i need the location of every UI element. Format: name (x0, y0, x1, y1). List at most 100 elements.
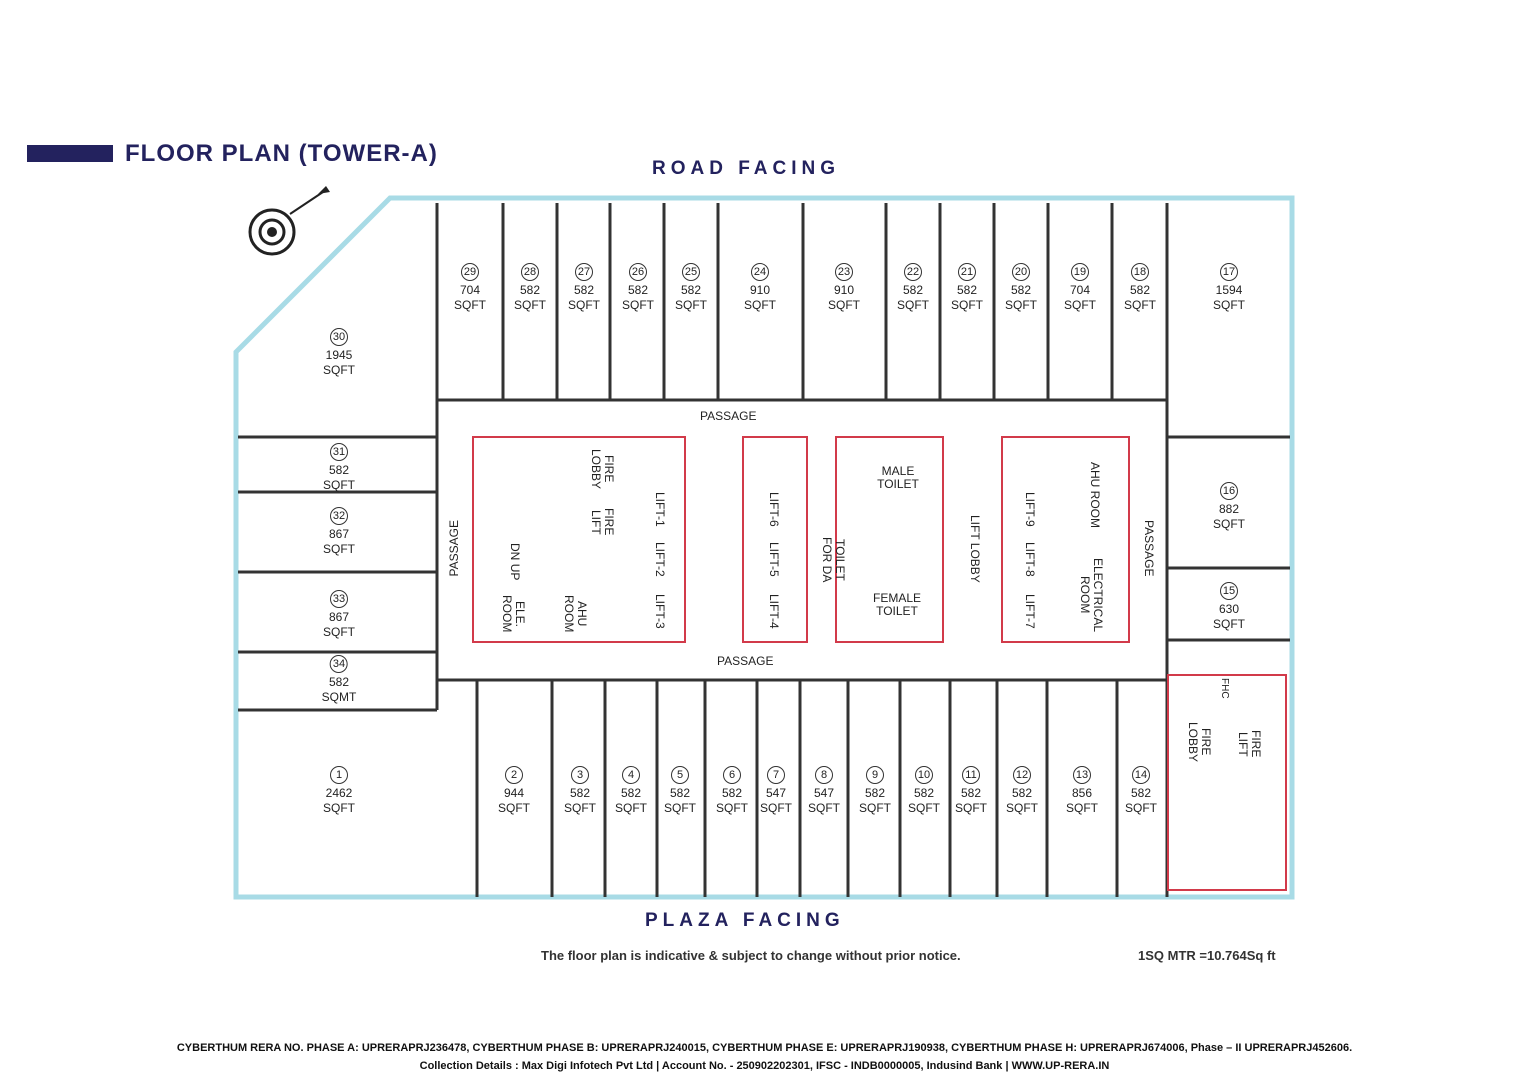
unit-area: 882 (1218, 502, 1240, 516)
unit-number-badge: 5 (671, 766, 689, 784)
unit-measure: SQFT (828, 298, 860, 312)
unit-area: 582 (1130, 786, 1152, 800)
plaza-facing-label: PLAZA FACING (645, 910, 845, 931)
unit-number-badge: 27 (575, 263, 593, 281)
unit-area: 582 (1011, 786, 1033, 800)
unit-measure: SQFT (514, 298, 546, 312)
unit-measure: SQFT (951, 298, 983, 312)
unit-area: 582 (573, 283, 595, 297)
toilet-da-label: TOILET FOR DA (820, 537, 847, 583)
unit-area: 582 (864, 786, 886, 800)
unit-measure: SQFT (908, 801, 940, 815)
male-toilet-label: MALE TOILET (877, 464, 919, 491)
unit-number-badge: 19 (1071, 263, 1089, 281)
unit-measure: SQFT (808, 801, 840, 815)
unit-number-badge: 29 (461, 263, 479, 281)
unit-area: 547 (765, 786, 787, 800)
unit-number-badge: 23 (835, 263, 853, 281)
disclaimer-note: The floor plan is indicative & subject t… (541, 948, 961, 963)
fire-lobby-label-right: FIRE LOBBY (1186, 721, 1213, 763)
unit-measure: SQMT (321, 690, 357, 704)
unit-measure: SQFT (664, 801, 696, 815)
unit-area: 582 (1129, 283, 1151, 297)
passage-label-left: PASSAGE (447, 520, 461, 577)
passage-label-top: PASSAGE (700, 409, 757, 423)
unit-measure: SQFT (744, 298, 776, 312)
unit-number-badge: 16 (1220, 482, 1238, 500)
lift-lobby-label: LIFT LOBBY (968, 515, 982, 583)
unit-number-badge: 11 (962, 766, 980, 784)
female-toilet-label: FEMALE TOILET (872, 591, 921, 618)
fire-lift-label: FIRE LIFT (589, 508, 616, 536)
lift-2-label: LIFT-2 (653, 542, 667, 577)
unit-measure: SQFT (323, 478, 355, 492)
lift-1-label: LIFT-1 (653, 492, 667, 527)
unit-number-badge: 22 (904, 263, 922, 281)
unit-measure: SQFT (760, 801, 792, 815)
unit-area: 582 (902, 283, 924, 297)
unit-measure: SQFT (454, 298, 486, 312)
unit-number-badge: 30 (330, 328, 348, 346)
unit-conversion-note: 1SQ MTR =10.764Sq ft (1138, 948, 1276, 963)
ahu-room-label-left: AHU ROOM (562, 595, 589, 633)
unit-measure: SQFT (955, 801, 987, 815)
fhc-label: FHC (1219, 678, 1230, 699)
unit-number-badge: 28 (521, 263, 539, 281)
unit-measure: SQFT (564, 801, 596, 815)
unit-number-badge: 31 (330, 443, 348, 461)
passage-label-bottom: PASSAGE (717, 654, 774, 668)
core-blocks (472, 436, 1287, 891)
ele-room-label: ELE. ROOM (500, 595, 527, 633)
unit-area: 547 (813, 786, 835, 800)
unit-area: 867 (328, 527, 350, 541)
unit-number-badge: 1 (330, 766, 348, 784)
unit-area: 910 (833, 283, 855, 297)
unit-number-badge: 10 (915, 766, 933, 784)
title-bar-accent (27, 145, 113, 162)
building-outline (233, 195, 1295, 900)
unit-area: 582 (680, 283, 702, 297)
ahu-room-label-right: AHU ROOM (1088, 462, 1102, 528)
unit-measure: SQFT (1213, 617, 1245, 631)
collection-details-footer: Collection Details : Max Digi Infotech P… (419, 1060, 1110, 1072)
unit-number-badge: 21 (958, 263, 976, 281)
lift-6-label: LIFT-6 (767, 492, 781, 527)
unit-area: 582 (519, 283, 541, 297)
core-block-toilets (835, 436, 944, 643)
unit-number-badge: 13 (1073, 766, 1091, 784)
unit-number-badge: 26 (629, 263, 647, 281)
unit-number-badge: 6 (723, 766, 741, 784)
fire-lift-label-right: FIRE LIFT (1236, 730, 1263, 758)
unit-measure: SQFT (1125, 801, 1157, 815)
unit-measure: SQFT (1213, 298, 1245, 312)
stair-dn-up-label: DN UP (495, 540, 522, 584)
unit-measure: SQFT (568, 298, 600, 312)
unit-number-badge: 7 (767, 766, 785, 784)
core-block-lifts-4-6 (742, 436, 808, 643)
unit-area: 582 (620, 786, 642, 800)
unit-number-badge: 4 (622, 766, 640, 784)
unit-measure: SQFT (323, 363, 355, 377)
unit-number-badge: 2 (505, 766, 523, 784)
lift-7-label: LIFT-7 (1023, 594, 1037, 629)
compass-icon (248, 186, 330, 256)
